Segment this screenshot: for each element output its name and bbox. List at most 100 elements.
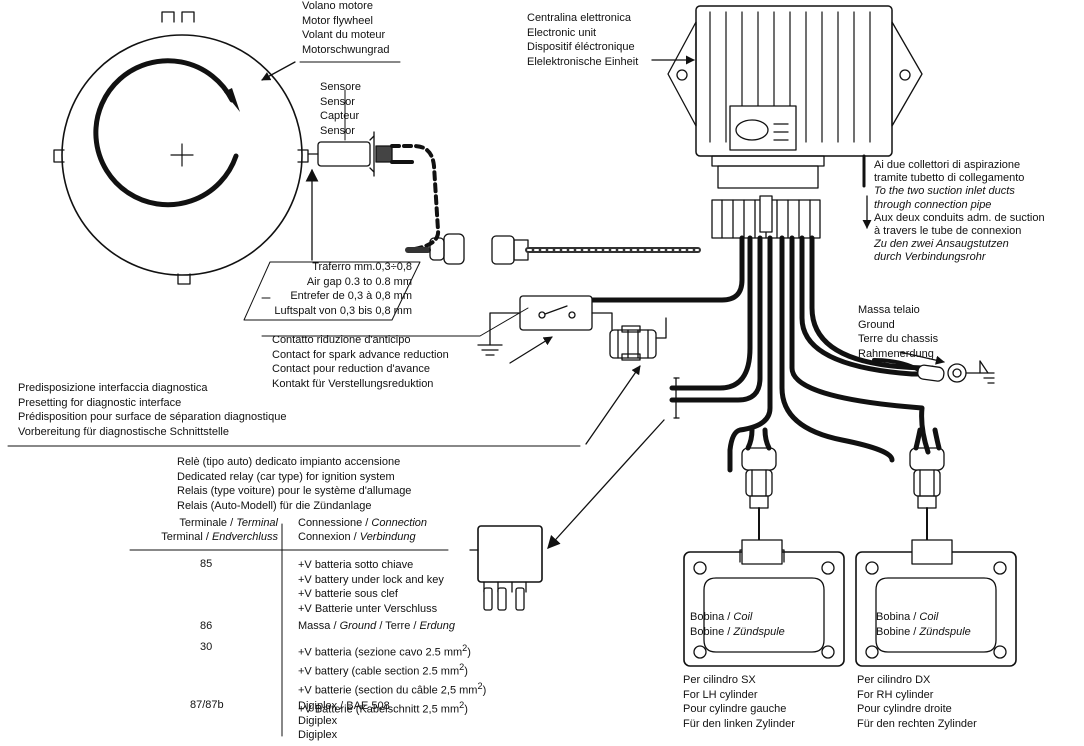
sensor-label: Sensore Sensor Capteur Sensor: [320, 80, 361, 138]
relay-terminal-table: Terminale / Terminal Terminal / Endverch…: [130, 517, 550, 745]
coil-right: [855, 539, 1017, 667]
airgap-label: Traferro mm.0,3÷0,8 Air gap 0.3 to 0.8 m…: [270, 260, 412, 318]
coil-left-l1b: Coil: [733, 611, 753, 623]
connection-30-de: +V Batterie (Kabelschnitt 2,5 mm2): [298, 698, 486, 717]
suction-label-de-2: durch Verbindungsrohr: [874, 251, 986, 264]
airgap-label-de: Luftspalt von 0,3 bis 0,8 mm: [274, 304, 412, 317]
coil-right-line-1: Bobina / Coil: [876, 610, 971, 625]
suction-label-fr-1: Aux deux conduits adm. de suction: [874, 211, 1045, 224]
diag-label-de: Vorbereitung für diagnostische Schnittst…: [18, 425, 229, 438]
sensor-label-de: Sensor: [320, 124, 355, 137]
advance-label-it: Contatto riduzione d'anticipo: [272, 334, 411, 346]
c30-fr-text: +V batterie (section du câble 2,5 mm: [298, 684, 478, 697]
connection-87-1: Digiplex / BAE 508: [298, 700, 390, 712]
advance-contact-label: Contatto riduzione d'anticipo Contact fo…: [272, 333, 449, 391]
suction-label-it-2: tramite tubetto di collegamento: [874, 172, 1025, 185]
c30-fr-close: ): [482, 684, 487, 697]
relay-label-it: Relè (tipo auto) dedicato impianto accen…: [177, 456, 401, 468]
diag-label-en: Presetting for diagnostic interface: [18, 396, 182, 409]
cyl-dx-de: Für den rechten Zylinder: [857, 717, 977, 730]
ground-label-it: Massa telaio: [858, 304, 920, 316]
suction-label-de-1: Zu den zwei Ansaugstutzen: [874, 238, 1009, 251]
connection-30-fr: +V batterie (section du câble 2,5 mm2): [298, 679, 486, 698]
sensor: [243, 89, 701, 321]
relay-harness: [547, 377, 680, 549]
coil-left-label: Bobina / Coil Bobine / Zündspule: [690, 610, 785, 640]
c30-en-text: +V battery (cable section 2.5 mm: [298, 665, 460, 678]
ground-label-de: Rahmenerdung: [858, 347, 934, 360]
coil-right-l2b: Zündspule: [919, 626, 971, 638]
header-text: Connessione /: [298, 517, 372, 529]
flywheel-label-it: Volano motore: [302, 0, 373, 12]
ground-label-fr: Terre du chassis: [858, 333, 939, 345]
diag-label-fr: Prédisposition pour surface de séparatio…: [18, 411, 287, 423]
table-header-terminal-1: Terminale / Terminal: [130, 517, 278, 529]
sensor-label-it: Sensore: [320, 81, 361, 93]
connection-85-fr: +V batterie sous clef: [298, 588, 398, 600]
ecu-label-it: Centralina elettronica: [527, 12, 631, 24]
relay: [469, 525, 543, 611]
connection-85: +V batteria sotto chiave +V battery unde…: [298, 558, 444, 616]
coil-right-l1b: Coil: [919, 611, 939, 623]
header-text-italic: Terminal: [236, 517, 278, 529]
relay-label: Relè (tipo auto) dedicato impianto accen…: [177, 455, 411, 513]
header-text: Terminale /: [179, 517, 237, 529]
suction-label-en-2: through connection pipe: [874, 198, 992, 211]
suction-label-fr-2: à travers le tube de connexion: [874, 225, 1022, 238]
relay-label-fr: Relais (type voiture) pour le système d'…: [177, 485, 412, 497]
harness-branches: [745, 427, 942, 451]
diag-connector: [585, 312, 667, 445]
c86-d: Erdung: [419, 620, 455, 632]
header-text: Connexion /: [298, 531, 360, 543]
connection-86: Massa / Ground / Terre / Erdung: [298, 620, 455, 632]
table-header-terminal-2: Terminal / Endverchluss: [130, 531, 278, 543]
c30-en-close: ): [464, 665, 468, 678]
c30-de-sup: 2: [459, 700, 465, 711]
c30-it-close: ): [467, 646, 471, 659]
cylinder-dx-label: Per cilindro DX For RH cylinder Pour cyl…: [857, 673, 977, 731]
advance-label-fr: Contact pour reduction d'avance: [272, 363, 431, 375]
c30-it-text: +V batteria (sezione cavo 2.5 mm: [298, 646, 463, 659]
suction-label-it-1: Ai due collettori di aspirazione: [874, 159, 1021, 171]
cyl-dx-fr: Pour cylindre droite: [857, 703, 952, 715]
suction-label-en-1: To the two suction inlet ducts: [874, 185, 1015, 198]
ecu-connector: [711, 195, 821, 239]
relay-label-de: Relais (Auto-Modell) für die Zündanlage: [177, 499, 372, 512]
coil-left-l2b: Zündspule: [733, 626, 785, 638]
advance-switch: [477, 295, 593, 364]
cylinder-sx-label: Per cilindro SX For LH cylinder Pour cyl…: [683, 673, 795, 731]
cyl-dx-en: For RH cylinder: [857, 688, 934, 701]
flywheel-label: Volano motore Motor flywheel Volant du m…: [302, 0, 389, 57]
connection-87-2: Digiplex: [298, 714, 338, 727]
sensor-label-fr: Capteur: [320, 110, 360, 122]
harness: [559, 235, 935, 473]
table-header-connection-2: Connexion / Verbindung: [298, 531, 416, 543]
header-text-italic: Verbindung: [359, 531, 416, 543]
airgap-label-fr: Entrefer de 0,3 à 0,8 mm: [290, 290, 412, 302]
coil-left-l2a: Bobine /: [690, 626, 734, 638]
flywheel-label-en: Motor flywheel: [302, 14, 373, 27]
cyl-dx-it: Per cilindro DX: [857, 674, 931, 686]
coil-left: [683, 539, 845, 667]
coil-left-line-2: Bobine / Zündspule: [690, 625, 785, 640]
coil-right-label: Bobina / Coil Bobine / Zündspule: [876, 610, 971, 640]
diagnostic-label: Predisposizione interfaccia diagnostica …: [18, 381, 286, 439]
c86-c: / Terre /: [376, 620, 420, 632]
connection-85-it: +V batteria sotto chiave: [298, 559, 414, 571]
terminal-86: 86: [200, 620, 213, 632]
cyl-sx-it: Per cilindro SX: [683, 674, 756, 686]
advance-label-en: Contact for spark advance reduction: [272, 348, 449, 361]
connection-87: Digiplex / BAE 508 Digiplex Digiplex: [298, 699, 390, 743]
c86-b: Ground: [339, 620, 377, 632]
airgap-label-it: Traferro mm.0,3÷0,8: [312, 261, 412, 273]
advance-label-de: Kontakt für Verstellungsreduktion: [272, 377, 434, 390]
coil-right-l2a: Bobine /: [876, 626, 920, 638]
connection-85-en: +V battery under lock and key: [298, 573, 444, 586]
sensor-label-en: Sensor: [320, 95, 355, 108]
ecu-label: Centralina elettronica Electronic unit D…: [527, 11, 638, 69]
ground-terminal: [872, 351, 995, 384]
connection-30-en: +V battery (cable section 2.5 mm2): [298, 660, 486, 679]
connection-85-de: +V Batterie unter Verschluss: [298, 602, 438, 615]
